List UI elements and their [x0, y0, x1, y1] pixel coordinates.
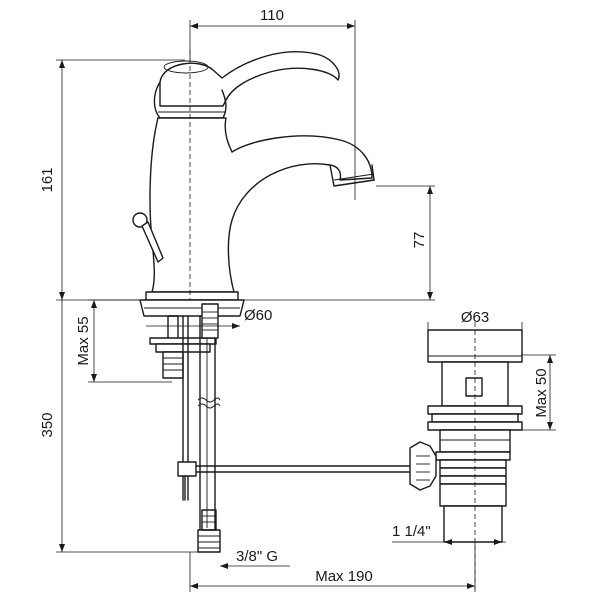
drain-assembly — [409, 322, 523, 590]
dim-drain-diameter: Ø63 — [461, 309, 489, 326]
dim-drain-thread: 1 1/4" — [392, 523, 431, 540]
dimension-labels: 110 161 77 Ø60 Max 55 350 Ø63 Max 50 1 1… — [39, 7, 550, 585]
dim-base-diameter: Ø60 — [244, 307, 272, 324]
dim-height-total: 161 — [39, 167, 56, 192]
dim-length-350: 350 — [39, 412, 56, 437]
mounting-hardware — [149, 303, 413, 553]
faucet-body — [132, 50, 376, 317]
dim-max-thickness: Max 55 — [75, 316, 92, 365]
dim-inlet-thread: 3/8" G — [236, 548, 278, 565]
dim-spout-height: 77 — [411, 232, 428, 249]
dim-width-top: 110 — [260, 7, 284, 24]
dim-drain-max: Max 50 — [533, 368, 550, 417]
dimension-lines — [56, 20, 556, 592]
dim-max-reach: Max 190 — [315, 568, 373, 585]
